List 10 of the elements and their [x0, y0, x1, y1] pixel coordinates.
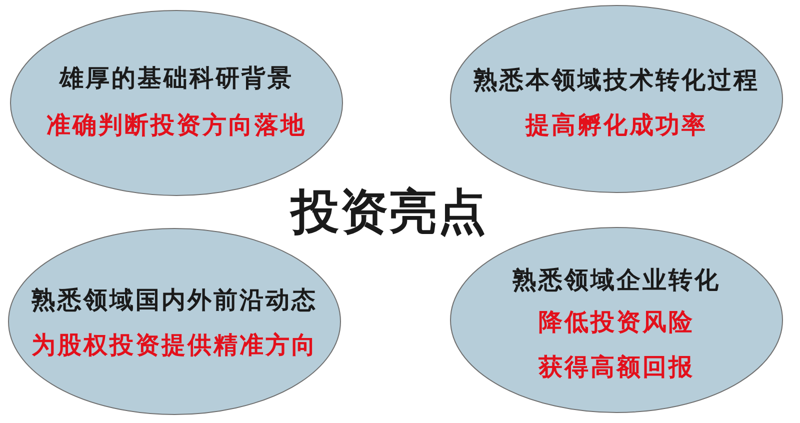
highlight-text: 为股权投资提供精准方向 [32, 331, 318, 359]
highlight-text: 降低投资风险 [538, 308, 694, 336]
bubble-heading: 熟悉本领域技术转化过程 [474, 66, 760, 94]
bubble-heading: 熟悉领域企业转化 [512, 266, 720, 294]
title-text: 投资亮点 [291, 185, 487, 239]
bubble-heading: 熟悉领域国内外前沿动态 [32, 286, 318, 314]
bubble-heading: 雄厚的基础科研背景 [60, 64, 294, 92]
highlight-text: 准确判断投资方向落地 [46, 111, 306, 139]
highlight-text: 获得高额回报 [538, 353, 694, 381]
highlight-text: 提高孵化成功率 [526, 111, 708, 139]
